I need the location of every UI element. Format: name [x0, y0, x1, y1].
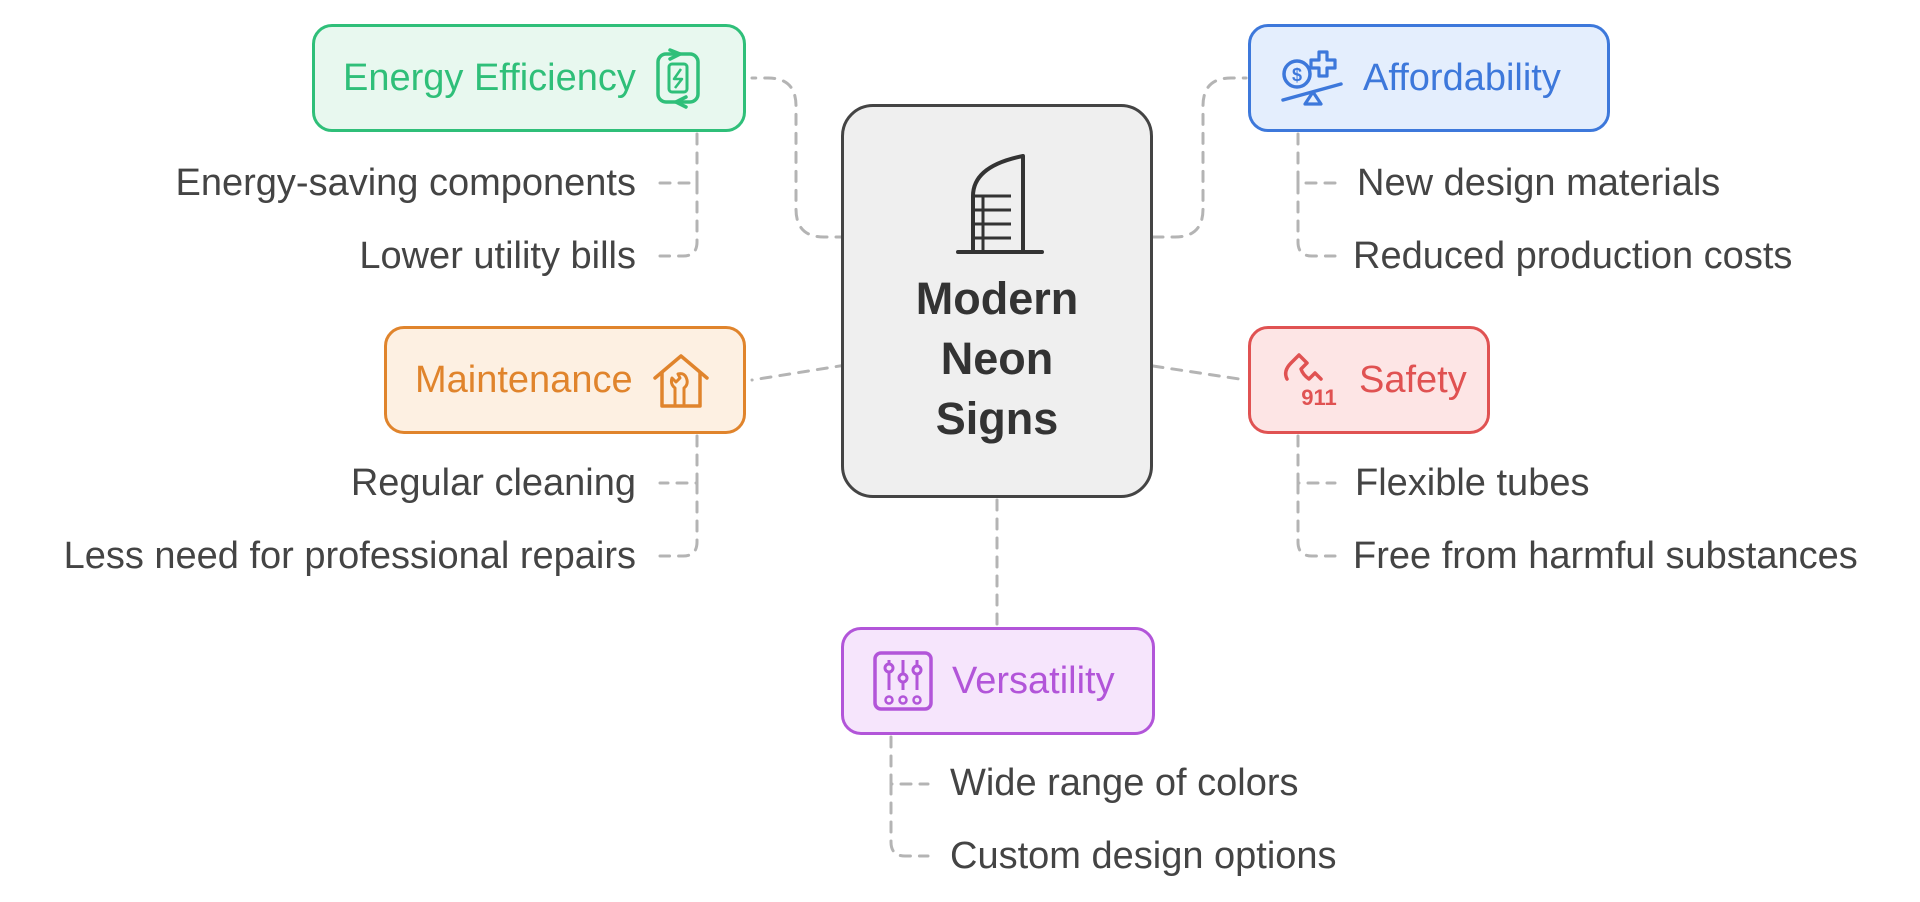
topic-versatility: Versatility [841, 627, 1155, 735]
leaf-affordability-2: Reduced production costs [1353, 235, 1793, 277]
topic-label: Energy Efficiency [343, 56, 636, 99]
leaf-affordability-1: New design materials [1357, 162, 1721, 204]
leaf-safety-1: Flexible tubes [1355, 462, 1590, 504]
connector-energy-leaf-2 [658, 181, 699, 258]
connector-versatility-leaf-2 [889, 782, 930, 858]
topic-label: Maintenance [415, 358, 633, 401]
topic-safety: 911 Safety [1248, 326, 1490, 434]
leaf-energy-1: Energy-saving components [175, 162, 636, 204]
connector-maintenance-leaf-2 [658, 481, 699, 558]
topic-label: Versatility [952, 659, 1115, 702]
central-topic-title-line: Neon [940, 333, 1054, 384]
leaf-maintenance-1: Regular cleaning [350, 462, 636, 504]
connector-affordability-leaf-2 [1296, 181, 1337, 258]
leaf-versatility-2: Custom design options [950, 835, 1337, 877]
central-topic-title-line: Modern [915, 273, 1079, 324]
building-icon [956, 154, 1044, 254]
topic-affordability: $ Affordability [1248, 24, 1610, 132]
topic-energy-efficiency: Energy Efficiency [312, 24, 746, 132]
topic-maintenance: Maintenance [384, 326, 746, 434]
connector-versatility-leaf-1 [889, 735, 930, 786]
connector-center-energy [750, 76, 848, 239]
topic-label: Affordability [1363, 56, 1561, 99]
connector-safety-leaf-2 [1296, 481, 1337, 558]
connector-center-safety [1151, 364, 1248, 382]
connector-maintenance-leaf-1 [658, 434, 699, 485]
phone-911-icon-text: 911 [1301, 385, 1337, 410]
connector-center-maintenance [750, 363, 848, 382]
money-scale-icon: $ [1281, 50, 1343, 106]
battery-recycle-icon [656, 48, 700, 109]
connector-safety-leaf-1 [1296, 434, 1337, 485]
topic-label: Safety [1359, 358, 1467, 401]
leaf-energy-2: Lower utility bills [359, 235, 636, 277]
phone-911-icon: 911 [1283, 353, 1337, 410]
central-topic-title-line: Signs [935, 393, 1059, 444]
central-topic-node: Modern Neon Signs [841, 104, 1153, 498]
svg-text:$: $ [1292, 65, 1302, 85]
connector-center-affordability [1151, 76, 1248, 239]
leaf-maintenance-2: Less need for professional repairs [63, 535, 636, 577]
connector-energy-leaf-1 [658, 132, 699, 185]
sliders-icon [873, 651, 933, 711]
central-topic-title: Modern Neon Signs [844, 269, 1150, 449]
leaf-safety-2: Free from harmful substances [1353, 535, 1858, 577]
house-wrench-icon [652, 354, 709, 408]
leaf-versatility-1: Wide range of colors [950, 762, 1299, 804]
connector-affordability-leaf-1 [1296, 132, 1337, 185]
